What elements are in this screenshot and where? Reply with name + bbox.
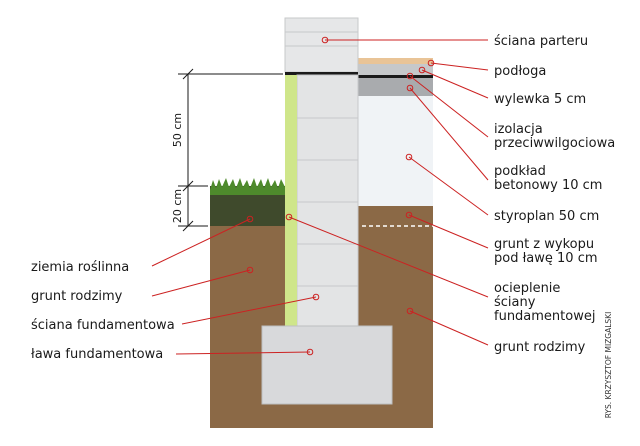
label-grunt-wykopu-2: pod ławę 10 cm — [494, 251, 598, 266]
label-podklad-2: betonowy 10 cm — [494, 178, 602, 193]
foundation-footing — [261, 325, 393, 405]
subbase-concrete — [358, 78, 433, 96]
label-styroplan: styroplan 50 cm — [494, 209, 599, 224]
foundation-insulation — [285, 75, 297, 326]
damp-proof-line — [358, 75, 433, 78]
label-ziemia-roslinna: ziemia roślinna — [31, 260, 129, 275]
label-sciana-parteru: ściana parteru — [494, 34, 588, 49]
dimension-50cm: 50 cm — [171, 113, 184, 147]
screed-layer — [358, 64, 433, 75]
label-sciana-fundamentowa: ściana fundamentowa — [31, 318, 175, 333]
insulation-top-line — [285, 72, 358, 75]
label-ocieplenie-2: ściany — [494, 295, 536, 310]
label-podloga: podłoga — [494, 64, 546, 79]
label-ocieplenie-3: fundamentowej — [494, 309, 595, 324]
floor-layer — [358, 58, 433, 64]
label-ocieplenie-1: ocieplenie — [494, 281, 560, 296]
leader-lines — [151, 39, 489, 355]
dimension-20cm: 20 cm — [171, 189, 184, 223]
ground-floor-wall — [284, 17, 359, 73]
label-wylewka: wylewka 5 cm — [494, 92, 586, 107]
label-grunt-rodzimy-right: grunt rodzimy — [494, 340, 586, 355]
grass-edge — [210, 178, 285, 195]
label-izolacja-2: przeciwwilgociowa — [494, 136, 615, 151]
illustration-credit: RYS. KRZYSZTOF MIZGALSKI — [604, 312, 613, 419]
label-izolacja-1: izolacja — [494, 122, 543, 137]
foundation-wall — [296, 74, 359, 327]
label-grunt-rodzimy-left: grunt rodzimy — [31, 289, 123, 304]
label-grunt-wykopu-1: grunt z wykopu — [494, 237, 594, 252]
styrofoam-layer — [358, 96, 433, 206]
dimension-lines — [178, 68, 283, 232]
label-podklad-1: podkład — [494, 164, 546, 179]
leader-markers — [246, 36, 435, 356]
label-lawa-fundamentowa: ława fundamentowa — [31, 347, 163, 362]
